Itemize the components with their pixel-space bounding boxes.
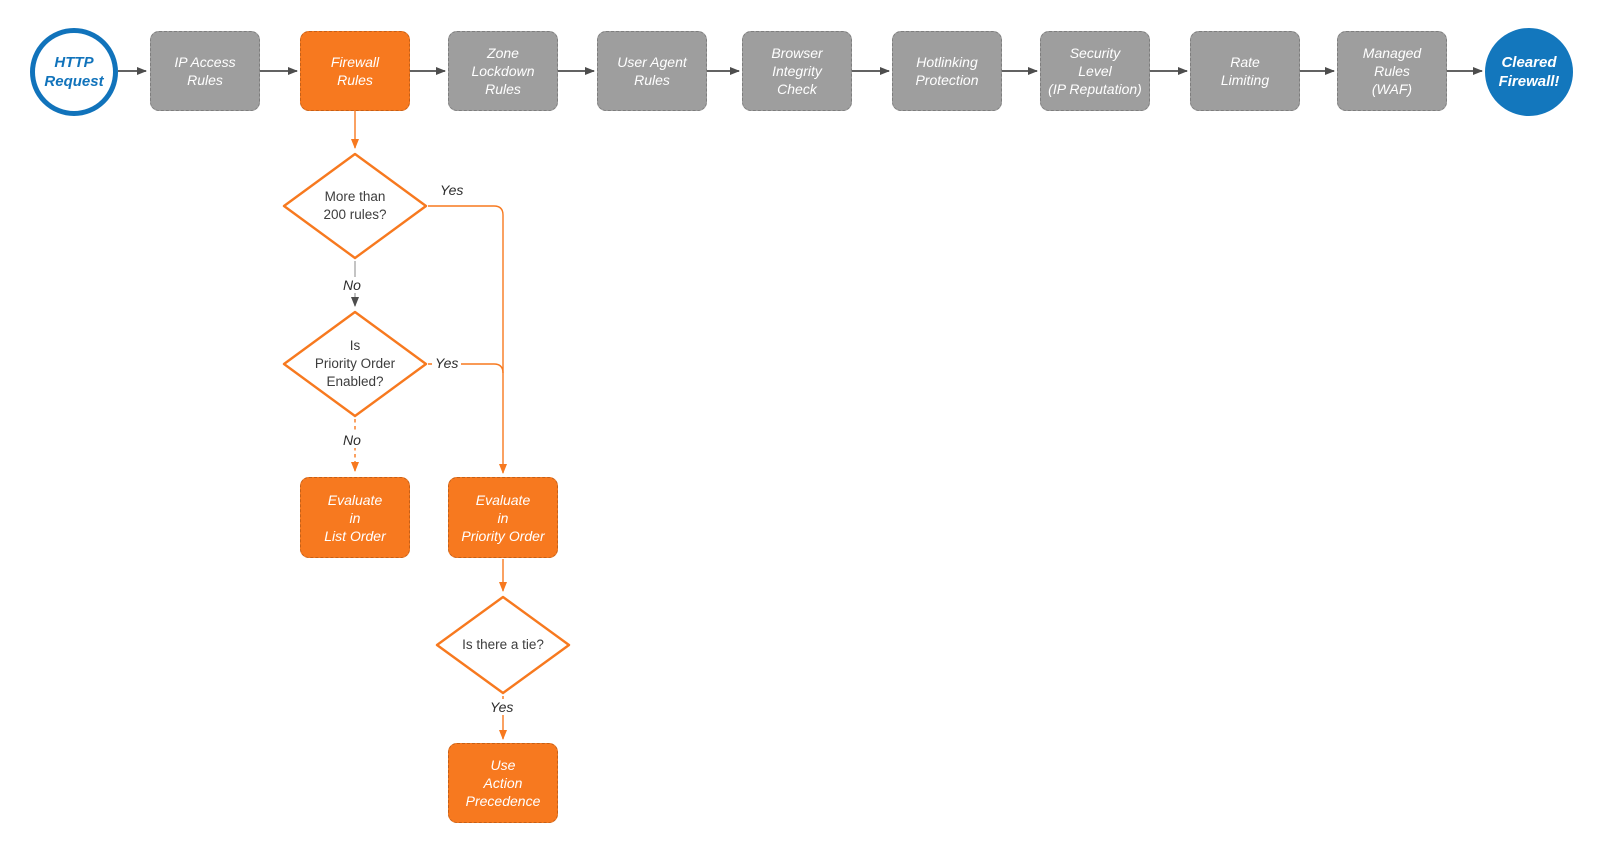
decision-label: Is there a tie? <box>462 637 544 652</box>
decision-priority-order-enabled: Is Priority Order Enabled? <box>282 310 428 418</box>
node-use-action-precedence: Use Action Precedence <box>448 743 558 823</box>
node-firewall-rules: Firewall Rules <box>300 31 410 111</box>
edge-label-yes-decision2: Yes <box>432 355 462 371</box>
node-zone-lockdown-rules: Zone Lockdown Rules <box>448 31 558 111</box>
node-evaluate-list-order: Evaluate in List Order <box>300 477 410 558</box>
node-user-agent-rules: User Agent Rules <box>597 31 707 111</box>
decision-label: Is Priority Order Enabled? <box>314 338 396 389</box>
node-hotlinking-protection: Hotlinking Protection <box>892 31 1002 111</box>
decision-label: More than 200 rules? <box>323 189 387 222</box>
edge-label-no-decision1: No <box>340 277 364 293</box>
edge-label-no-decision2: No <box>340 432 364 448</box>
node-security-level-ip-reputation: Security Level (IP Reputation) <box>1040 31 1150 111</box>
decision-is-there-a-tie: Is there a tie? <box>435 595 571 695</box>
node-browser-integrity-check: Browser Integrity Check <box>742 31 852 111</box>
decision-more-than-200-rules: More than 200 rules? <box>282 152 428 260</box>
node-cleared-firewall: Cleared Firewall! <box>1485 28 1573 116</box>
diamond-shape <box>282 152 428 260</box>
node-http-request: HTTP Request <box>30 28 118 116</box>
node-evaluate-priority-order: Evaluate in Priority Order <box>448 477 558 558</box>
node-ip-access-rules: IP Access Rules <box>150 31 260 111</box>
node-managed-rules-waf: Managed Rules (WAF) <box>1337 31 1447 111</box>
diamond-shape <box>435 595 571 695</box>
diamond-shape <box>282 310 428 418</box>
edge-label-yes-decision1: Yes <box>437 182 467 198</box>
edge-label-yes-decision3: Yes <box>487 699 517 715</box>
node-rate-limiting: Rate Limiting <box>1190 31 1300 111</box>
